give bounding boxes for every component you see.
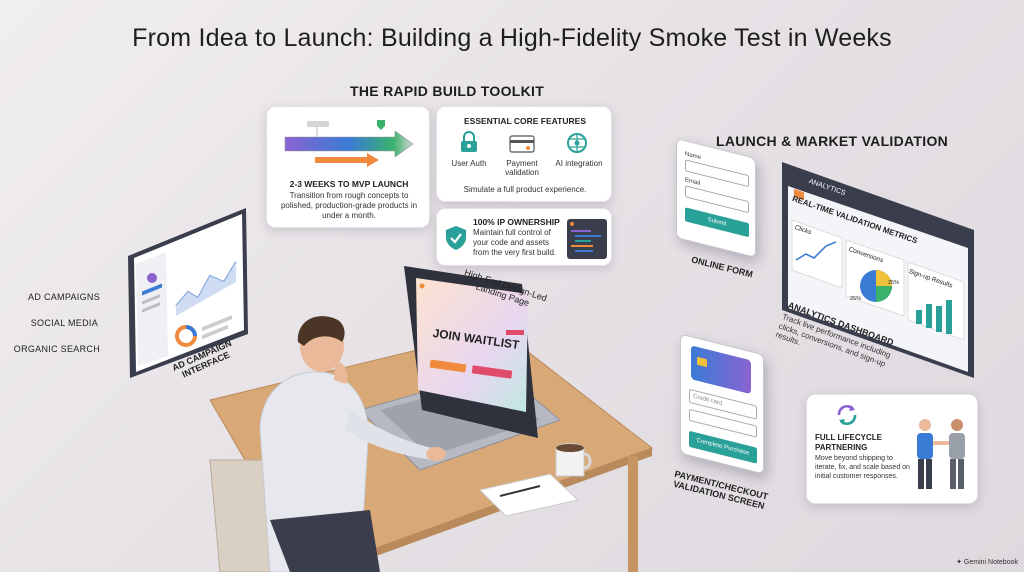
ip-text: Maintain full control of your code and a…: [473, 228, 557, 257]
footer-text: Gemini Notebook: [963, 559, 1018, 566]
mvp-title: 2-3 WEEKS TO MVP LAUNCH: [289, 179, 409, 189]
timeline-arrow-icon: [284, 120, 414, 167]
pie-pct-a: 25%: [888, 280, 900, 286]
handshake-people-icon: [917, 419, 965, 489]
ip-card: 100% IP OWNERSHIP Maintain full control …: [436, 208, 612, 266]
features-title: ESSENTIAL CORE FEATURES: [463, 116, 586, 126]
lifecycle-card: FULL LIFECYCLE PARTNERING Move beyond sh…: [806, 394, 978, 504]
code-editor-icon: [567, 219, 607, 259]
toolkit-heading: THE RAPID BUILD TOOLKIT: [350, 83, 545, 99]
form-submit-button[interactable]: Submit: [685, 207, 749, 238]
channel-social-media: SOCIAL MEDIA: [30, 318, 98, 328]
ad-dashboard-illustration: [128, 208, 248, 378]
online-form-caption: ONLINE FORM: [690, 254, 754, 280]
laptop-screen: JOIN WAITLIST: [410, 274, 532, 414]
payment-screen: Credit card Complete Purchase: [680, 333, 764, 475]
channel-organic-search: ORGANIC SEARCH: [13, 344, 100, 354]
footer-brand: ✦ Gemini Notebook: [956, 558, 1018, 566]
online-form: Name Email Submit: [676, 138, 756, 258]
lock-icon: [461, 131, 477, 152]
features-card: ESSENTIAL CORE FEATURES User Auth Paymen…: [436, 106, 612, 202]
validation-heading: LAUNCH & MARKET VALIDATION: [716, 133, 949, 149]
feature-ai: AI integration: [555, 159, 603, 168]
analytics-frame: [782, 162, 974, 378]
credit-card-image: [691, 346, 751, 394]
landing-page-screen: [416, 278, 528, 412]
mvp-text: Transition from rough concepts to polish…: [280, 191, 418, 220]
payment-caption: PAYMENT/CHECKOUT VALIDATION SCREEN: [672, 468, 770, 512]
cycle-arrows-icon: [837, 404, 857, 426]
ai-brain-icon: [567, 133, 587, 153]
page-title: From Idea to Launch: Building a High-Fid…: [132, 24, 892, 52]
channel-ad-campaigns: AD CAMPAIGNS: [28, 292, 100, 302]
mvp-card: 2-3 WEEKS TO MVP LAUNCH Transition from …: [266, 106, 430, 228]
credit-card-icon: [509, 135, 535, 153]
analytics-dashboard: ANALYTICS REAL-TIME VALIDATION METRICS C…: [780, 160, 976, 380]
sparkle-icon: ✦: [956, 559, 962, 566]
lifecycle-text: Move beyond shipping to iterate, fix, an…: [815, 455, 910, 480]
lifecycle-title: FULL LIFECYCLE PARTNERING: [815, 433, 882, 452]
feature-payment: Payment validation: [505, 159, 539, 177]
feature-user-auth: User Auth: [451, 159, 487, 168]
shield-check-icon: [446, 226, 466, 250]
ip-title: 100% IP OWNERSHIP: [473, 217, 560, 227]
features-text: Simulate a full product experience.: [463, 185, 587, 194]
pie-pct-b: 25%: [850, 296, 862, 302]
complete-purchase-button[interactable]: Complete Purchase: [689, 430, 757, 464]
ad-campaign-interface: [126, 206, 250, 378]
